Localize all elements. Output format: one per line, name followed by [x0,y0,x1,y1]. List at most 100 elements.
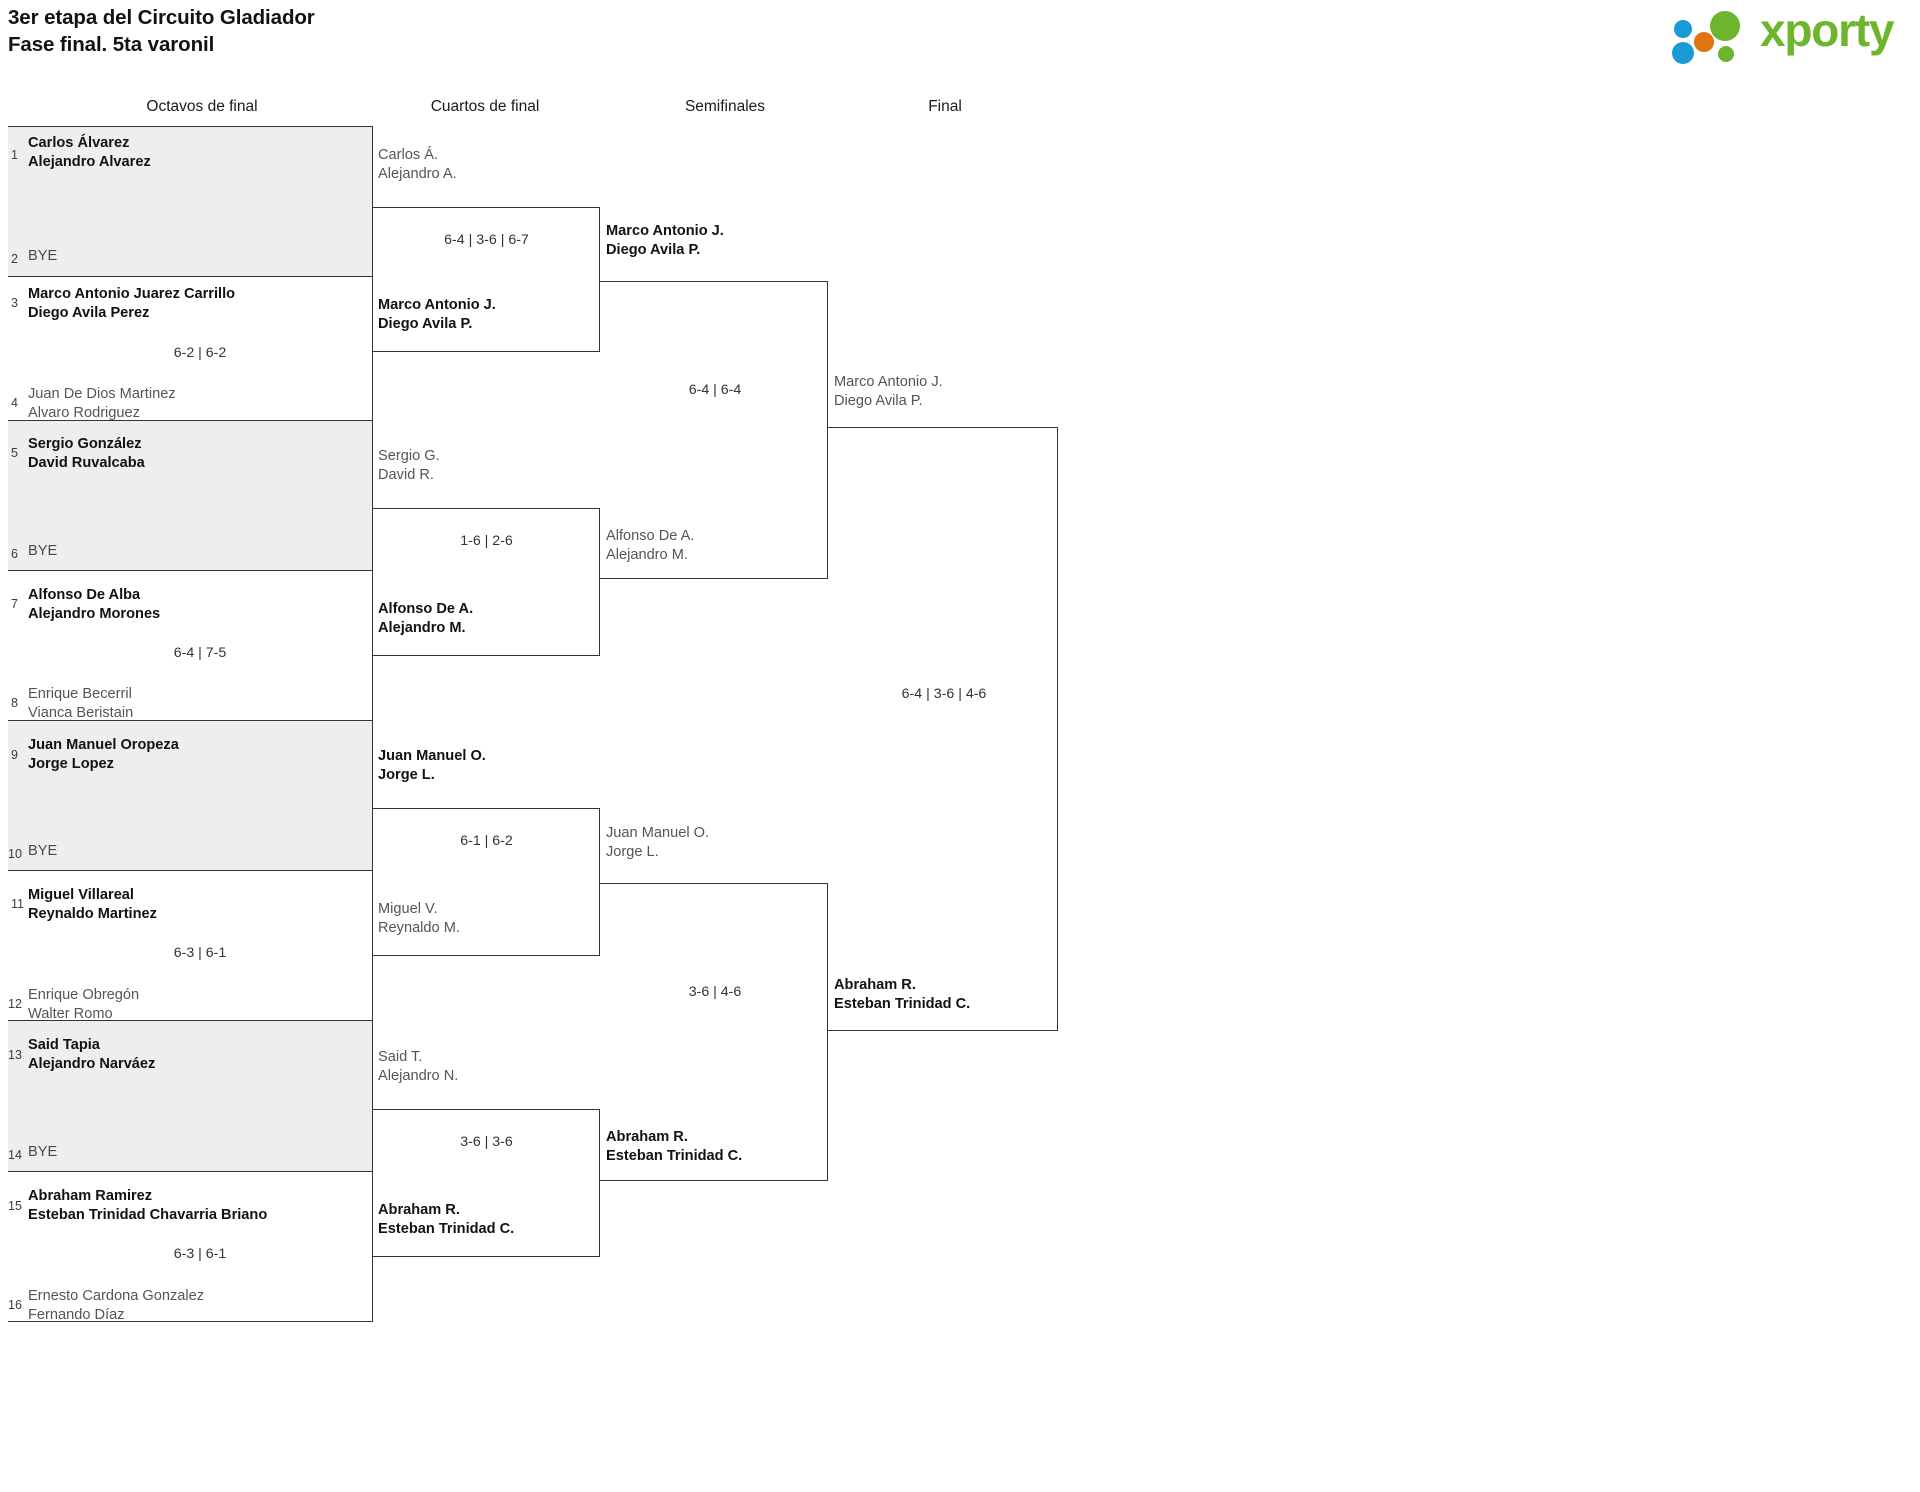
qf-team-8-line1: Abraham R. [378,1202,460,1218]
sf-team-2[interactable]: Alfonso De A. Alejandro M. [606,527,694,564]
qf-team-6[interactable]: Miguel V. Reynaldo M. [378,900,460,937]
r16-team-16[interactable]: Ernesto Cardona Gonzalez Fernando Díaz [28,1287,204,1324]
r16-team-12[interactable]: Enrique Obregón Walter Romo [28,986,139,1023]
r16-team-11[interactable]: Miguel Villareal Reynaldo Martinez [28,886,157,923]
final-team-2-champion[interactable]: Abraham R. Esteban Trinidad C. [834,976,970,1013]
r16-pair-5[interactable] [8,721,373,871]
r16-team-4[interactable]: Juan De Dios Martinez Alvaro Rodriguez [28,385,176,422]
r16-team-8-line1: Enrique Becerril [28,686,132,702]
r16-team-2: BYE [28,247,57,266]
logo-dot-orange [1694,32,1714,52]
r16-pair-2[interactable] [8,277,373,421]
r16-pair-8[interactable] [8,1172,373,1322]
r16-pair-4[interactable] [8,571,373,721]
qf-team-1-line2: Alejandro A. [378,165,457,182]
r16-score-8: 6-3 | 6-1 [173,1246,227,1262]
round-header-octavos: Octavos de final [146,98,258,115]
r16-seed-16: 16 [8,1298,22,1312]
r16-seed-8: 8 [11,696,18,710]
r16-team-4-line2: Alvaro Rodriguez [28,404,140,421]
r16-team-8-line2: Vianca Beristain [28,704,134,721]
r16-pair-3[interactable] [8,421,373,571]
r16-seed-14: 14 [8,1148,22,1162]
r16-seed-10: 10 [8,847,22,861]
r16-team-12-line1: Enrique Obregón [28,987,140,1003]
r16-team-16-line1: Ernesto Cardona Gonzalez [28,1288,205,1304]
qf-team-4[interactable]: Alfonso De A. Alejandro M. [378,600,473,637]
r16-score-2: 6-2 | 6-2 [173,345,227,361]
qf-team-3-line2: David R. [378,466,434,483]
r16-team-5-line1: Sergio González [28,436,142,452]
title-line-1: 3er etapa del Circuito Gladiador [8,6,315,29]
r16-seed-6: 6 [11,547,18,561]
r16-team-13-line1: Said Tapia [28,1037,100,1053]
r16-team-14: BYE [28,1143,57,1162]
r16-team-5[interactable]: Sergio González David Ruvalcaba [28,435,145,472]
r16-seed-1: 1 [11,148,18,162]
qf-team-2-line1: Marco Antonio J. [378,297,496,313]
r16-score-4: 6-4 | 7-5 [173,645,227,661]
r16-team-8[interactable]: Enrique Becerril Vianca Beristain [28,685,133,722]
sf-team-2-line1: Alfonso De A. [606,528,695,544]
sf-box-1[interactable] [600,281,828,579]
r16-team-13[interactable]: Said Tapia Alejandro Narváez [28,1036,155,1073]
sf-team-4-line1: Abraham R. [606,1129,688,1145]
final-box[interactable] [828,427,1058,1031]
sf-team-4[interactable]: Abraham R. Esteban Trinidad C. [606,1128,742,1165]
qf-box-1[interactable] [373,207,600,352]
r16-seed-11: 11 [11,897,24,911]
qf-team-7-line1: Said T. [378,1049,423,1065]
r16-team-15-line1: Abraham Ramirez [28,1188,153,1204]
logo-dot-blue-top [1674,20,1692,38]
r16-team-13-line2: Alejandro Narváez [28,1055,156,1072]
round-header-semis: Semifinales [684,98,766,115]
sf-team-3[interactable]: Juan Manuel O. Jorge L. [606,824,709,861]
r16-team-9-line1: Juan Manuel Oropeza [28,737,179,753]
qf-box-4[interactable] [373,1109,600,1257]
qf-team-5[interactable]: Juan Manuel O. Jorge L. [378,747,486,784]
r16-team-12-line2: Walter Romo [28,1005,113,1022]
title-line-2: Fase final. 5ta varonil [8,33,215,56]
qf-score-4: 3-6 | 3-6 [460,1134,513,1150]
r16-team-9[interactable]: Juan Manuel Oropeza Jorge Lopez [28,736,179,773]
r16-team-5-line2: David Ruvalcaba [28,454,145,471]
r16-team-7-line2: Alejandro Morones [28,605,161,622]
final-team-2-line2: Esteban Trinidad C. [834,995,971,1012]
r16-pair-1[interactable] [8,126,373,277]
final-team-1[interactable]: Marco Antonio J. Diego Avila P. [834,373,943,410]
r16-seed-3: 3 [11,296,18,310]
qf-team-2[interactable]: Marco Antonio J. Diego Avila P. [378,296,496,333]
logo-dot-green-large [1710,11,1740,41]
sf-team-1-line2: Diego Avila P. [606,241,701,258]
sf-box-2[interactable] [600,883,828,1181]
r16-score-6: 6-3 | 6-1 [173,945,227,961]
xporty-logo[interactable]: xporty [1672,4,1902,64]
r16-pair-7[interactable] [8,1021,373,1172]
r16-team-3[interactable]: Marco Antonio Juarez Carrillo Diego Avil… [28,285,235,322]
r16-pair-6[interactable] [8,871,373,1021]
r16-team-15[interactable]: Abraham Ramirez Esteban Trinidad Chavarr… [28,1187,267,1224]
r16-team-11-line1: Miguel Villareal [28,887,134,903]
r16-team-6: BYE [28,542,57,561]
qf-team-7[interactable]: Said T. Alejandro N. [378,1048,458,1085]
qf-team-1[interactable]: Carlos Á. Alejandro A. [378,146,457,183]
sf-score-2: 3-6 | 4-6 [688,984,742,1000]
final-team-1-line1: Marco Antonio J. [834,374,943,390]
r16-team-1[interactable]: Carlos Álvarez Alejandro Alvarez [28,134,151,171]
qf-score-2: 1-6 | 2-6 [460,533,513,549]
sf-score-1: 6-4 | 6-4 [688,382,742,398]
logo-dot-blue-bottom [1672,42,1694,64]
qf-team-1-line1: Carlos Á. [378,147,439,163]
r16-team-10: BYE [28,842,57,861]
qf-team-8[interactable]: Abraham R. Esteban Trinidad C. [378,1201,514,1238]
qf-box-3[interactable] [373,808,600,956]
logo-dot-green-small [1718,46,1734,62]
r16-seed-9: 9 [11,748,18,762]
qf-team-3-line1: Sergio G. [378,448,440,464]
r16-team-7[interactable]: Alfonso De Alba Alejandro Morones [28,586,160,623]
qf-box-2[interactable] [373,508,600,656]
sf-team-1[interactable]: Marco Antonio J. Diego Avila P. [606,222,724,259]
qf-team-3[interactable]: Sergio G. David R. [378,447,440,484]
qf-team-2-line2: Diego Avila P. [378,315,473,332]
sf-team-4-line2: Esteban Trinidad C. [606,1147,743,1164]
